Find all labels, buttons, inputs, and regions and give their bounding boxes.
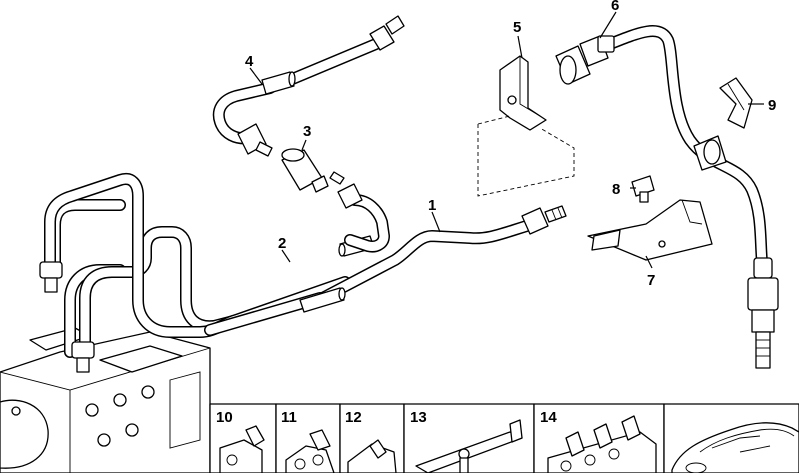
callout-2: 2 (278, 235, 286, 252)
brake-pipe-4 (212, 38, 382, 145)
panel-label-11: 11 (281, 409, 297, 426)
bracket-5 (499, 55, 547, 131)
fitting-pipe-4-top (369, 15, 405, 51)
hose-fitting-bottom (747, 257, 779, 369)
brake-hose-6 (604, 25, 768, 268)
panel-label-14: 14 (540, 409, 557, 426)
clip-13 (415, 419, 523, 473)
callout-5: 5 (513, 19, 521, 36)
callout-7: 7 (647, 272, 655, 289)
fitting-left-1 (39, 261, 63, 293)
bracket-7 (587, 199, 713, 261)
inset-panels: 10 11 12 13 14 (209, 403, 799, 473)
clip-12 (347, 439, 397, 473)
callout-4: 4 (245, 53, 254, 70)
brake-pipe-1 (204, 216, 546, 336)
bolt-8 (631, 175, 655, 203)
panel-label-12: 12 (345, 409, 362, 426)
hose-clamp-middle (693, 135, 727, 171)
clip-14 (547, 415, 657, 473)
clip-9 (719, 77, 753, 129)
panel-label-10: 10 (216, 409, 233, 426)
brake-pipe-elbow (344, 194, 390, 253)
coupling-3 (281, 148, 329, 193)
brake-pipe-2 (79, 226, 336, 356)
pipe-sleeve-4 (261, 71, 296, 95)
hose-fitting-top (555, 35, 615, 85)
fitting-left-2 (71, 341, 95, 373)
fitting-elbow (329, 171, 363, 209)
clip-10 (219, 425, 265, 473)
callout-6: 6 (611, 0, 619, 14)
callout-8: 8 (612, 181, 620, 198)
car-silhouette-icon (671, 422, 799, 473)
fitting-pipe-1 (521, 205, 567, 235)
callout-9: 9 (768, 97, 776, 114)
leader-lines (249, 11, 764, 269)
leader-dashed-5 (477, 115, 575, 197)
clip-11 (285, 429, 335, 473)
fitting-pipe-4-bottom (237, 123, 273, 157)
callout-1: 1 (428, 197, 436, 214)
pipe-sleeve-2 (299, 287, 346, 313)
panel-label-13: 13 (410, 409, 427, 426)
abs-hydraulic-unit (0, 327, 211, 473)
callout-3: 3 (303, 123, 311, 140)
